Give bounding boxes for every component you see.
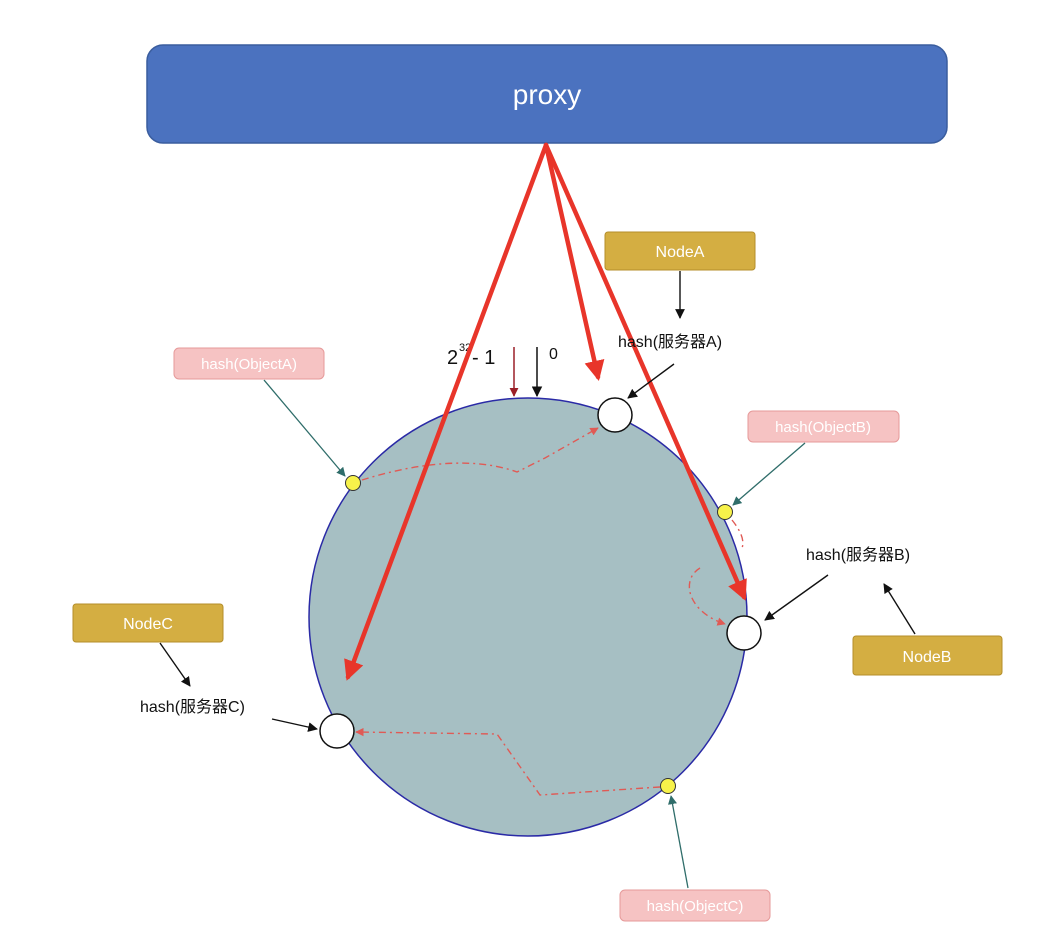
- node-a: NodeA hash(服务器A): [604, 231, 756, 399]
- node-b-label: NodeB: [903, 649, 952, 666]
- object-c-label: hash(ObjectC): [647, 898, 744, 915]
- mapping-path-a: [361, 427, 599, 481]
- node-b-arrow: [883, 583, 916, 635]
- ring-max-rest: - 1: [472, 347, 495, 369]
- proxy-route-to-node-a: [543, 142, 605, 381]
- object-b-arrow: [732, 442, 806, 506]
- object-c-box: [619, 889, 771, 922]
- proxy-label: proxy: [513, 79, 581, 110]
- node-c-arrow: [159, 642, 191, 687]
- ring-top-labels: 2 32 - 1 0: [447, 342, 558, 398]
- server-c-point: [319, 713, 355, 749]
- mapping-path-c: [355, 727, 661, 796]
- server-a-point: [597, 397, 633, 433]
- ring-max-base: 2: [447, 347, 458, 369]
- node-a-label: NodeA: [656, 244, 705, 261]
- node-c-hash-label: hash(服务器C): [140, 698, 245, 716]
- node-c-box: [72, 603, 224, 643]
- object-b: hash(ObjectB): [732, 410, 900, 506]
- node-b-hash-arrow: [764, 574, 829, 621]
- mapping-paths: [355, 427, 744, 796]
- server-b-point: [726, 615, 762, 651]
- object-c-arrow: [668, 795, 689, 889]
- object-a-arrow: [263, 379, 346, 477]
- node-c: NodeC hash(服务器C): [72, 603, 318, 732]
- object-c-point: [660, 778, 676, 794]
- object-b-point: [717, 504, 733, 520]
- hash-ring: [308, 397, 748, 837]
- object-c: hash(ObjectC): [619, 795, 771, 922]
- object-b-label: hash(ObjectB): [775, 419, 871, 436]
- node-c-label: NodeC: [123, 616, 173, 633]
- object-a: hash(ObjectA): [173, 347, 346, 477]
- node-b-box: [852, 635, 1003, 676]
- node-a-hash-label: hash(服务器A): [618, 333, 722, 351]
- node-b-hash-label: hash(服务器B): [806, 546, 910, 564]
- node-a-box: [604, 231, 756, 271]
- mapping-path-b: [688, 519, 744, 624]
- object-a-label: hash(ObjectA): [201, 356, 297, 373]
- node-a-hash-arrow: [627, 363, 675, 399]
- object-a-point: [345, 475, 361, 491]
- node-c-hash-arrow: [271, 718, 318, 732]
- proxy-routes: [344, 142, 747, 681]
- proxy-route-to-node-b: [543, 142, 747, 601]
- object-b-box: [747, 410, 900, 443]
- node-b: NodeB hash(服务器B): [764, 546, 1003, 676]
- proxy-box: proxy: [146, 44, 948, 144]
- object-a-box: [173, 347, 325, 380]
- proxy-route-to-node-c: [344, 142, 549, 681]
- ring-zero: 0: [549, 346, 558, 363]
